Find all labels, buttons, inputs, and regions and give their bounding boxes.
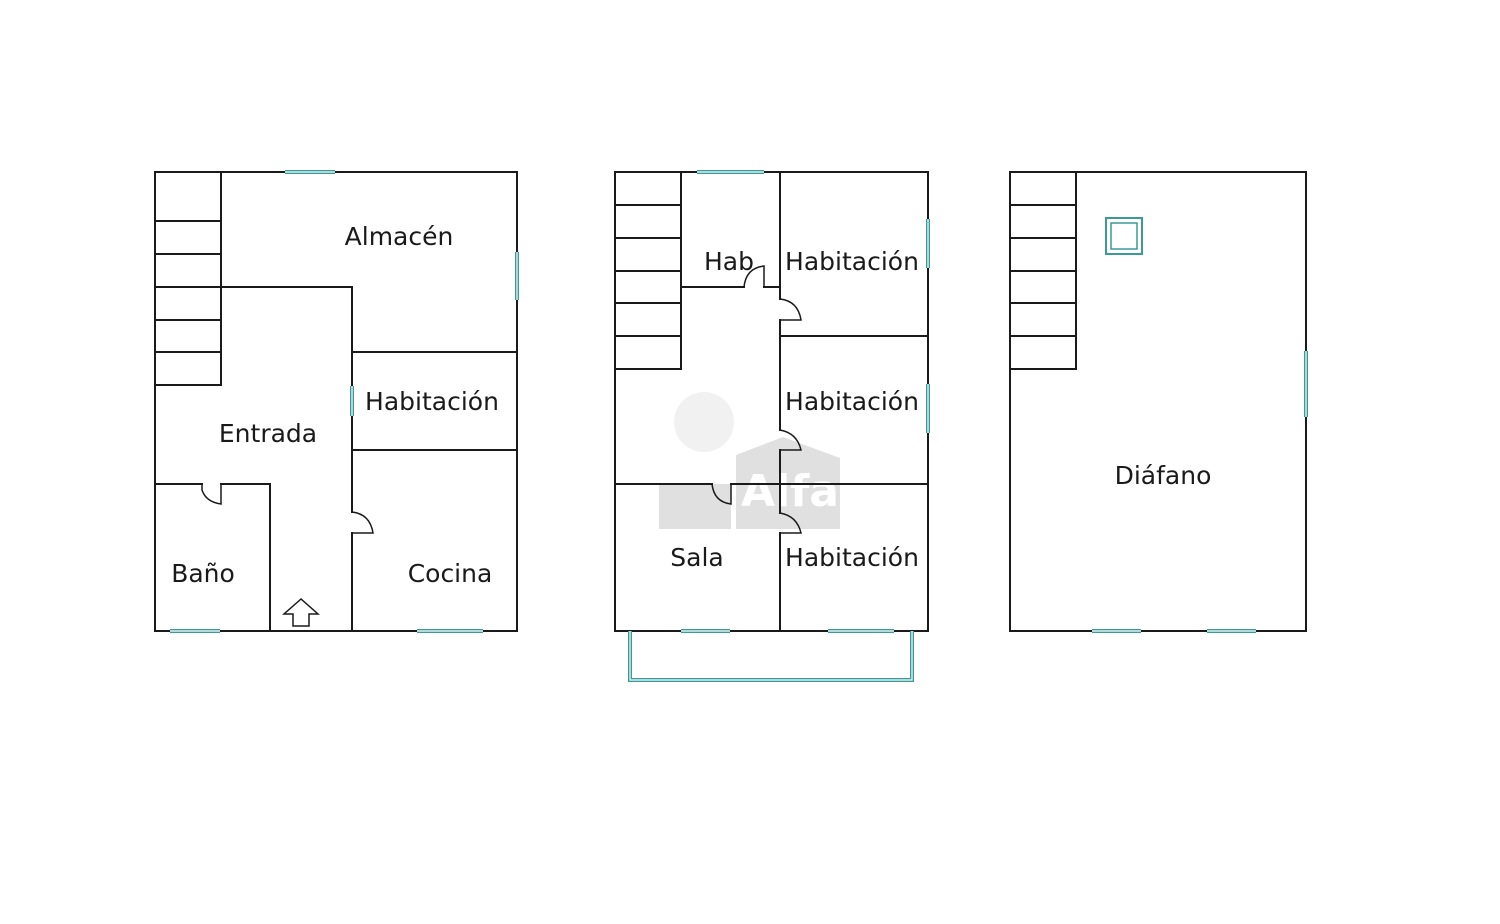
door-sala (711, 483, 732, 505)
room-label-habitacion: Habitación (365, 387, 499, 416)
door-bano (201, 484, 222, 505)
staircase (614, 171, 682, 370)
door-hab (743, 265, 765, 288)
room-label-almacen: Almacén (345, 222, 454, 251)
room-label-bano: Baño (171, 559, 235, 588)
room-label-sala: Sala (670, 543, 723, 572)
room-label-diafano: Diáfano (1115, 461, 1212, 490)
room-label-hab: Hab (704, 247, 754, 276)
staircase (154, 171, 222, 386)
room-label-habitacion-3: Habitación (785, 543, 919, 572)
entrance-arrow-icon (282, 597, 320, 627)
outer-wall (154, 171, 518, 632)
watermark-text: Alfa (741, 466, 839, 517)
floor-plan-first: Hab Habitación Habitación Sala Habitació… (614, 170, 930, 682)
room-label-habitacion-2: Habitación (785, 387, 919, 416)
outer-wall (1009, 171, 1307, 632)
windows (681, 170, 930, 633)
floor-plan-ground: Almacén Habitación Entrada Baño Cocina (154, 170, 519, 633)
door-habitacion-3 (779, 512, 802, 534)
windows (1092, 351, 1308, 633)
balcony (628, 631, 914, 682)
room-label-habitacion-1: Habitación (785, 247, 919, 276)
skylight-icon (1105, 217, 1143, 255)
room-label-entrada: Entrada (219, 419, 317, 448)
windows (170, 170, 519, 633)
door-habitacion-1 (779, 298, 802, 321)
door-habitacion-2 (779, 429, 802, 451)
door-cocina (351, 511, 374, 534)
staircase (1009, 171, 1077, 370)
room-label-cocina: Cocina (408, 559, 493, 588)
floor-plan-top: Diáfano (1009, 171, 1308, 633)
